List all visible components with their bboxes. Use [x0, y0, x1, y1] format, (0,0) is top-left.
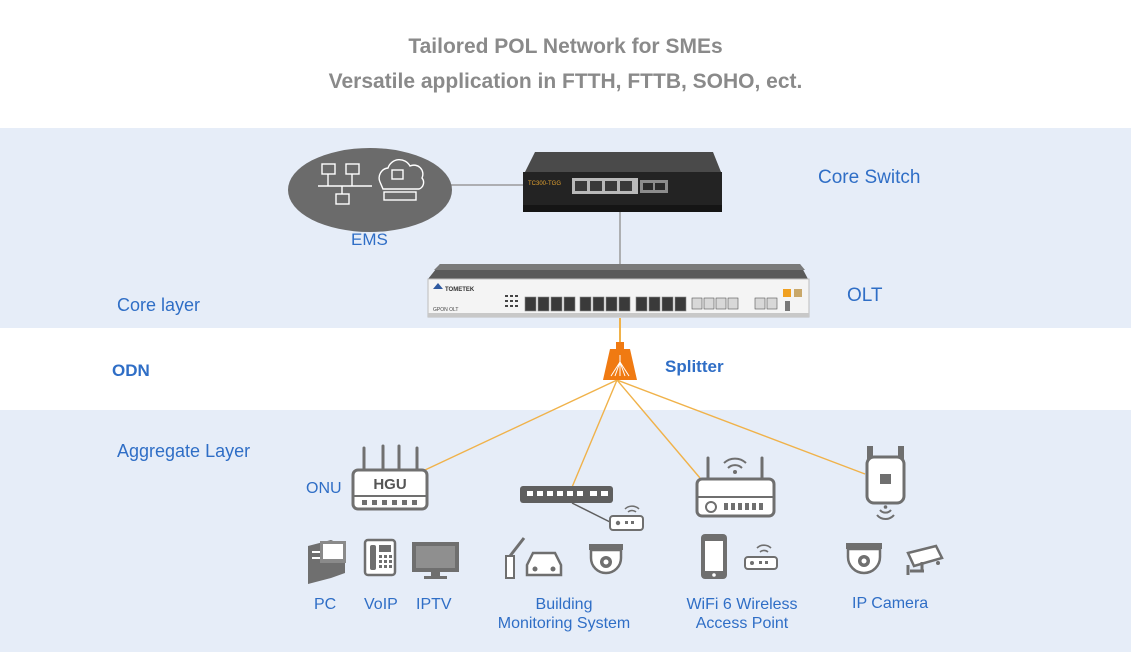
core-layer-label: Core layer: [117, 295, 201, 315]
building-label-line1: Building: [535, 596, 593, 613]
fiber-to-hgu: [424, 379, 618, 471]
iptv-label: IPTV: [416, 596, 452, 613]
building-monitoring-label: Building Monitoring System: [484, 595, 644, 633]
camera-ap-icon: [865, 446, 906, 521]
smartphone-icon: [701, 534, 727, 579]
small-router-icon: [744, 544, 778, 570]
splitter-label: Splitter: [665, 357, 724, 376]
ip-camera-label: IP Camera: [852, 595, 929, 612]
dome-camera-icon-1: [589, 544, 623, 575]
voip-label: VoIP: [364, 596, 398, 613]
fiber-lines: [424, 379, 866, 493]
bullet-camera-icon: [906, 544, 944, 575]
olt-brand: TOMETEK: [445, 287, 475, 293]
pc-label: PC: [314, 596, 337, 613]
core-switch-label: Core Switch: [818, 167, 921, 188]
onu-label: ONU: [306, 480, 342, 497]
iptv-icon: [412, 542, 459, 579]
building-label-line2: Monitoring System: [497, 615, 631, 632]
ems-cloud: [288, 148, 452, 232]
barrier-gate-icon: [505, 537, 563, 579]
olt-model: GPON OLT: [433, 307, 458, 313]
core-switch-model: TC300-TGG: [528, 181, 561, 187]
wifi-ap-label: WiFi 6 Wireless Access Point: [672, 595, 812, 633]
olt-label: OLT: [847, 285, 883, 306]
fiber-to-building: [569, 379, 618, 493]
splitter-device: [603, 342, 637, 380]
pc-icon: [308, 540, 346, 584]
voip-phone-icon: [363, 538, 397, 577]
core-switch-device: TC300-TGG: [523, 152, 722, 212]
hgu-router-icon: HGU: [351, 444, 429, 511]
fiber-to-camera: [616, 379, 866, 475]
building-switch-icon: [520, 486, 644, 531]
wifi-label-line1: WiFi 6 Wireless: [686, 596, 798, 613]
diagram-title: Tailored POL Network for SMEs: [408, 35, 723, 58]
fiber-to-wifi: [616, 379, 701, 479]
odn-label: ODN: [112, 361, 150, 380]
wifi-label-line2: Access Point: [695, 615, 789, 632]
ems-label: EMS: [351, 230, 388, 249]
dome-camera-icon-2: [846, 543, 882, 575]
wifi-ap-icon: [695, 456, 776, 518]
aggregate-layer-label: Aggregate Layer: [117, 441, 251, 461]
aggregate-layer-band: [0, 410, 1131, 652]
hgu-label: HGU: [373, 476, 406, 493]
olt-device: TOMETEK GPON OLT: [427, 264, 810, 318]
diagram-subtitle: Versatile application in FTTH, FTTB, SOH…: [328, 70, 803, 93]
